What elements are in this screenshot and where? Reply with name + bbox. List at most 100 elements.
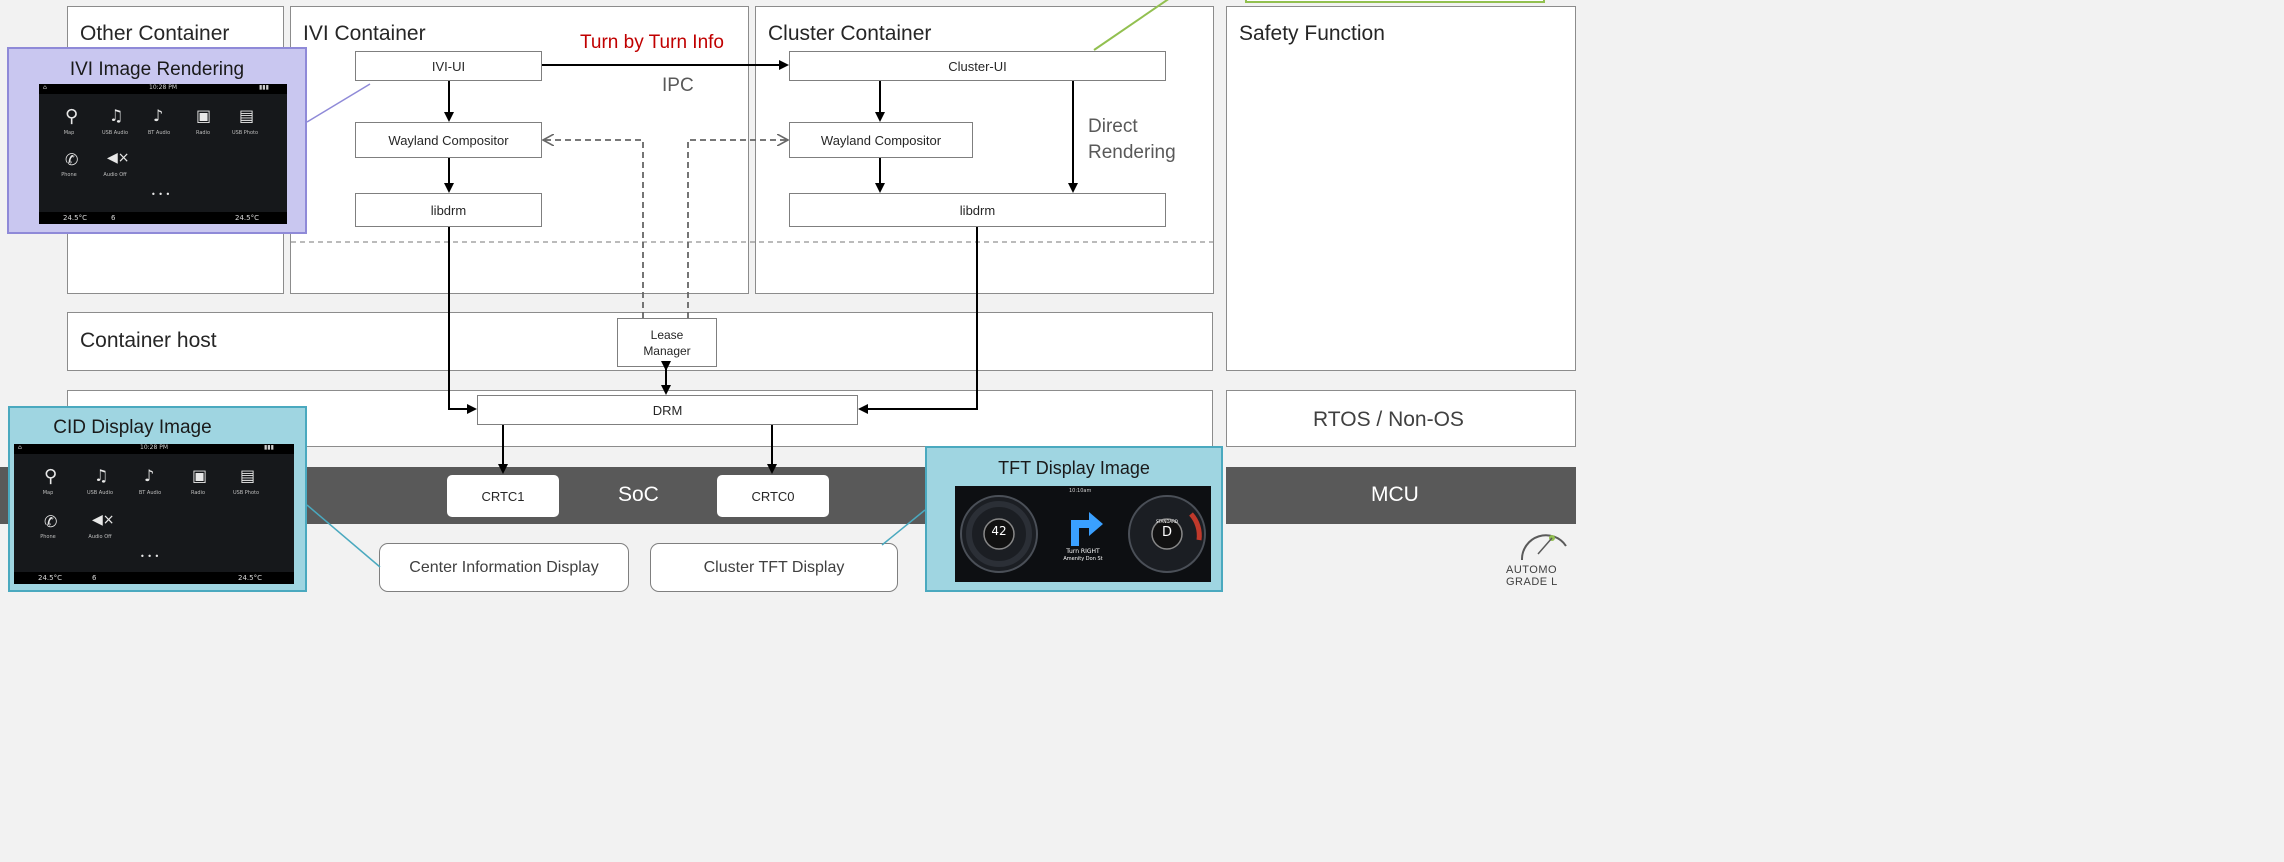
home-icon: ⌂ <box>18 444 22 451</box>
callout-box <box>1245 0 1545 3</box>
ivi-infotainment-screen: ⌂ 10:28 PM ▮▮▮ ⚲ Map ♫ USB Audio ♪ BT Au… <box>39 84 287 224</box>
app-label-radio: Radio <box>195 130 211 136</box>
ivi-container-title: IVI Container <box>303 22 426 45</box>
crtc1-box: CRTC1 <box>447 475 559 517</box>
safety-function-container: Safety Function <box>1226 6 1576 371</box>
direct-rendering-line2: Rendering <box>1088 142 1176 163</box>
app-label-audio-off: Audio Off <box>103 172 127 178</box>
cluster-ui-block: Cluster-UI <box>789 51 1166 81</box>
bt-audio-icon[interactable]: ♪ <box>144 466 155 485</box>
radio-icon[interactable]: ▣ <box>192 466 208 485</box>
ipc-label: IPC <box>662 75 694 96</box>
audio-off-icon[interactable]: ◀× <box>92 512 115 528</box>
status-clock: 10:28 PM <box>149 84 177 91</box>
map-pin-icon[interactable]: ⚲ <box>44 466 58 487</box>
logo-line1: AUTOMO <box>1506 564 1558 576</box>
left-temp: 24.5°C <box>63 214 87 222</box>
connectors <box>291 0 1213 568</box>
cluster-tft-display: Cluster TFT Display <box>650 543 898 592</box>
gear-readout: D <box>1161 525 1172 540</box>
cluster-libdrm-to-drm-line <box>858 227 978 414</box>
cid-image-panel: CID Display Image ⌂ 10:28 PM ▮▮▮ ⚲ Map ♫… <box>8 406 307 592</box>
signal-icon: ▮▮▮ <box>264 444 274 451</box>
usb-photo-icon[interactable]: ▤ <box>239 106 255 125</box>
phone-icon[interactable]: ✆ <box>65 150 79 169</box>
app-label-usb-photo: USB Photo <box>232 490 260 496</box>
cluster-container-title: Cluster Container <box>768 22 932 45</box>
app-label-usb-audio: USB Audio <box>86 490 114 496</box>
usb-audio-icon[interactable]: ♫ <box>94 466 109 485</box>
turn-by-turn-label: Turn by Turn Info <box>580 32 724 54</box>
cid-image-leader <box>306 504 381 568</box>
container-host-title: Container host <box>80 329 217 352</box>
tft-image-leader <box>881 509 926 546</box>
lease-to-cluster-compositor-dashed <box>687 140 787 318</box>
audio-off-icon[interactable]: ◀× <box>107 150 130 166</box>
other-container-title: Other Container <box>80 22 230 45</box>
ivi-ui-block: IVI-UI <box>355 51 542 81</box>
bt-audio-icon[interactable]: ♪ <box>153 106 164 125</box>
lease-to-ivi-compositor-dashed <box>544 140 644 318</box>
turn-right-arrow-icon <box>1071 512 1103 546</box>
ivi-image-panel-title: IVI Image Rendering <box>69 59 245 80</box>
status-clock: 10:28 PM <box>140 444 168 451</box>
app-label-bt-audio: BT Audio <box>138 490 162 496</box>
tft-image-panel-title: TFT Display Image <box>998 458 1150 478</box>
left-temp: 24.5°C <box>38 574 62 582</box>
app-label-phone: Phone <box>61 172 77 178</box>
radio-icon[interactable]: ▣ <box>196 106 212 125</box>
rtos-label: RTOS / Non-OS <box>1313 408 1464 431</box>
right-temp: 24.5°C <box>238 574 262 582</box>
ivi-libdrm-block: libdrm <box>355 193 542 227</box>
map-pin-icon[interactable]: ⚲ <box>65 106 79 127</box>
climate-bar: 24.5°C 6 24.5°C <box>39 212 287 224</box>
cluster-libdrm-block: libdrm <box>789 193 1166 227</box>
soc-label: SoC <box>618 483 659 506</box>
app-label-map: Map <box>42 490 54 496</box>
climate-bar: 24.5°C 6 24.5°C <box>14 572 294 584</box>
green-callout-leader <box>1093 0 1169 51</box>
app-label-bt-audio: BT Audio <box>147 130 171 136</box>
signal-icon: ▮▮▮ <box>259 84 269 91</box>
automotive-grade-linux-logo: AUTOMO GRADE L <box>1500 524 1568 592</box>
gear-gauge <box>1128 495 1206 573</box>
tft-image-panel: TFT Display Image 10:10am 42 Turn RIGHT … <box>925 446 1223 592</box>
rtos-band: RTOS / Non-OS <box>1226 390 1576 447</box>
logo-arc-icon <box>1520 534 1567 561</box>
usb-audio-icon[interactable]: ♫ <box>109 106 124 125</box>
drm-block: DRM <box>477 395 858 425</box>
direct-rendering-line1: Direct <box>1088 116 1138 137</box>
status-bar: ⌂ 10:28 PM ▮▮▮ <box>39 84 287 94</box>
app-label-map: Map <box>63 130 75 136</box>
ivi-wayland-compositor-block: Wayland Compositor <box>355 122 542 158</box>
app-label-usb-photo: USB Photo <box>231 130 259 136</box>
cid-infotainment-screen: ⌂ 10:28 PM ▮▮▮ ⚲ Map ♫ USB Audio ♪ BT Au… <box>14 444 294 584</box>
crtc0-box: CRTC0 <box>717 475 829 517</box>
right-temp: 24.5°C <box>235 214 259 222</box>
app-label-usb-audio: USB Audio <box>101 130 129 136</box>
ivi-image-leader <box>306 83 371 123</box>
lease-manager-line1: Lease <box>650 327 684 342</box>
logo-line2: GRADE L <box>1506 576 1558 588</box>
tft-cluster-screen: 10:10am 42 Turn RIGHT Amenity Don St STA… <box>955 486 1211 582</box>
app-label-phone: Phone <box>40 534 56 540</box>
cluster-wayland-compositor-block: Wayland Compositor <box>789 122 973 158</box>
fan-level: 6 <box>92 574 97 582</box>
cid-image-panel-title: CID Display Image <box>53 417 212 438</box>
page-dots: • • • <box>140 552 160 561</box>
ivi-libdrm-to-drm-line <box>448 227 477 414</box>
mcu-band: MCU <box>1226 467 1576 524</box>
turn-street: Amenity Don St <box>1063 556 1103 562</box>
speed-readout: 42 <box>991 524 1007 538</box>
safety-function-title: Safety Function <box>1239 22 1385 45</box>
speedometer-gauge <box>960 495 1038 573</box>
lease-manager-line2: Manager <box>643 343 691 358</box>
turn-instruction: Turn RIGHT <box>1066 548 1100 555</box>
mcu-label: MCU <box>1371 483 1419 506</box>
phone-icon[interactable]: ✆ <box>44 512 58 531</box>
fan-level: 6 <box>111 214 116 222</box>
direct-rendering-label: Direct Rendering <box>1088 114 1176 166</box>
lease-manager-block: Lease Manager <box>617 318 717 367</box>
home-icon: ⌂ <box>43 84 47 91</box>
usb-photo-icon[interactable]: ▤ <box>240 466 256 485</box>
